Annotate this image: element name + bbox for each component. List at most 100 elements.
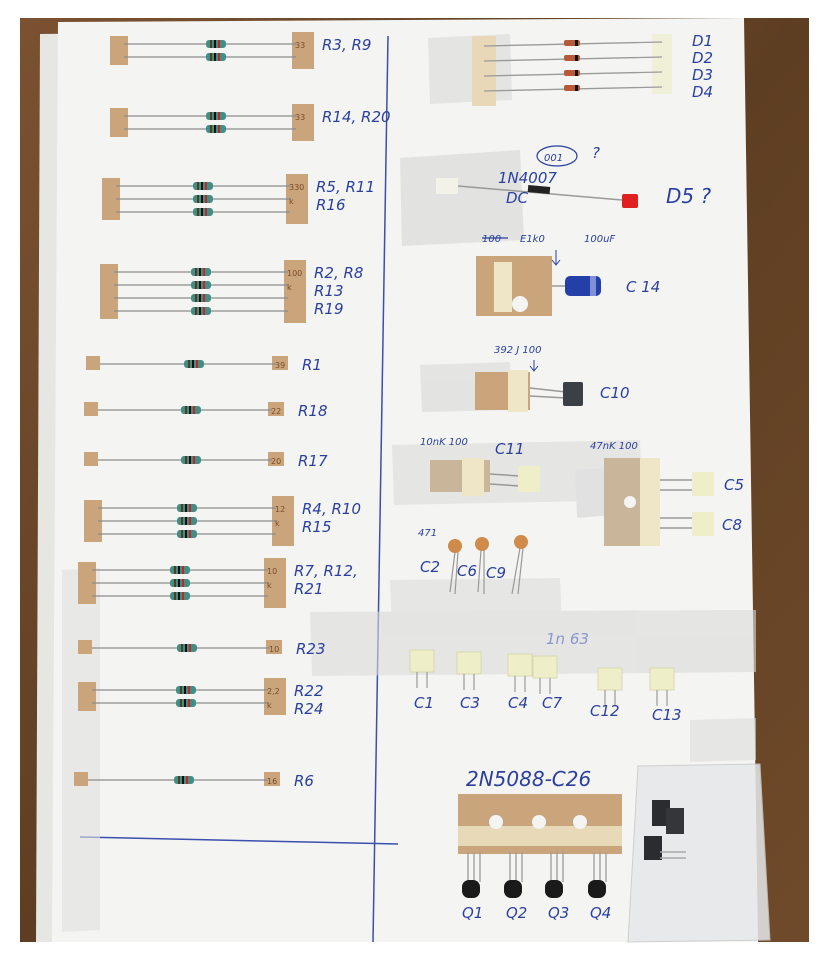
resistor-tape-left	[110, 108, 128, 137]
label-c13: C13	[652, 706, 682, 724]
resistor-band	[197, 208, 199, 216]
label-d4: D4	[692, 83, 713, 101]
resistor-tape-value: 330	[289, 183, 304, 192]
film-capacitor	[456, 651, 482, 675]
resistor-label: R14, R20	[322, 108, 391, 126]
resistor-band	[210, 53, 212, 61]
resistor-band	[188, 360, 190, 368]
resistor-tape-right	[286, 174, 308, 224]
resistor-band	[195, 294, 197, 302]
label-c3: C3	[460, 694, 480, 712]
label-d2: D2	[692, 49, 713, 67]
resistor-band	[184, 686, 186, 694]
resistor-band	[203, 294, 205, 302]
resistor-band	[181, 530, 183, 538]
label-c14-note2: 100uF	[584, 234, 615, 245]
resistor-label: R24	[294, 700, 324, 718]
resistor-tape-value: 10	[267, 567, 277, 576]
resistor-band	[205, 208, 207, 216]
resistor-band	[201, 195, 203, 203]
resistor-band	[193, 406, 195, 414]
resistor-band	[210, 40, 212, 48]
resistor-tape-value: 10	[269, 645, 279, 654]
resistor-band	[174, 566, 176, 574]
resistor-band	[174, 592, 176, 600]
resistor-band	[201, 208, 203, 216]
diode-band	[575, 55, 578, 61]
resistor-label: R23	[296, 640, 326, 658]
resistor-tape-left	[84, 452, 98, 466]
resistor-band	[218, 112, 220, 120]
resistor-label: R13	[314, 282, 344, 300]
resistor-tape-left	[102, 178, 120, 220]
label-c6: C6	[457, 562, 477, 580]
label-c14: C 14	[626, 278, 660, 296]
transistor-body	[588, 880, 606, 898]
resistor-tape-right	[268, 452, 284, 466]
resistor-label: R1	[302, 356, 322, 374]
resistor-tape-value: 33	[295, 113, 305, 122]
resistor-tape-right	[264, 772, 280, 786]
label-d1: D1	[692, 32, 713, 50]
resistor-tape-right	[264, 678, 286, 715]
diode-band	[575, 40, 578, 46]
resistor-band	[189, 530, 191, 538]
label-c11-note: 10nK 100	[420, 437, 468, 448]
resistor-band	[181, 504, 183, 512]
resistor-band	[210, 125, 212, 133]
resistor-tape-right	[264, 558, 286, 608]
resistor-label: R16	[316, 196, 346, 214]
resistor-tape-right	[284, 260, 306, 323]
resistor-tape-value: k	[289, 197, 294, 206]
resistor-tape-right	[272, 356, 288, 370]
resistor-tape-value: 22	[271, 407, 281, 416]
resistor-label: R22	[294, 682, 324, 700]
resistor-band	[195, 268, 197, 276]
label-c8: C8	[722, 516, 742, 534]
resistor-tape-right	[266, 640, 282, 654]
label-bag-note: 1n 63	[546, 630, 589, 648]
resistor-tape-value: 100	[287, 269, 302, 278]
label-c7: C7	[542, 694, 562, 712]
plastic-bag	[627, 763, 771, 943]
label-q1: Q1	[462, 904, 483, 922]
resistor-band	[205, 195, 207, 203]
ceramic-capacitors	[448, 535, 528, 595]
resistor-tape-value: 12	[275, 505, 285, 514]
label-c12: C12	[590, 702, 620, 720]
resistor-band	[203, 268, 205, 276]
resistor-tape-value: 2,2	[267, 687, 280, 696]
resistor-band	[197, 182, 199, 190]
resistor-band	[189, 517, 191, 525]
resistor-band	[185, 517, 187, 525]
resistor-band	[193, 456, 195, 464]
resistor-label: R2, R8	[314, 264, 363, 282]
label-c11: C11	[495, 440, 525, 458]
resistor-band	[192, 360, 194, 368]
label-d5-part: 1N4007	[498, 169, 557, 187]
diode-band	[575, 85, 578, 91]
resistor-tape-right	[272, 496, 294, 546]
horizontal-pen-line	[79, 836, 399, 845]
resistor-tape-value: k	[275, 519, 280, 528]
capacitor-c11	[430, 458, 540, 496]
diode-band	[575, 70, 578, 76]
resistor-band	[218, 125, 220, 133]
resistor-band	[203, 307, 205, 315]
label-q3: Q3	[548, 904, 569, 922]
resistor-band	[182, 592, 184, 600]
resistor-label: R6	[294, 772, 314, 790]
resistor-tape-value: k	[267, 581, 272, 590]
resistor-band	[189, 406, 191, 414]
film-capacitor	[597, 667, 623, 691]
capacitor-c5-c8	[604, 458, 714, 546]
resistor-tape-left	[78, 562, 96, 604]
transistor-strip	[458, 794, 622, 898]
resistor-tape-value: 33	[295, 41, 305, 50]
label-c2: C2	[420, 558, 440, 576]
resistor-tape-left	[84, 500, 102, 542]
resistor-tape-left	[100, 264, 118, 319]
label-d5-question: ?	[592, 144, 600, 162]
